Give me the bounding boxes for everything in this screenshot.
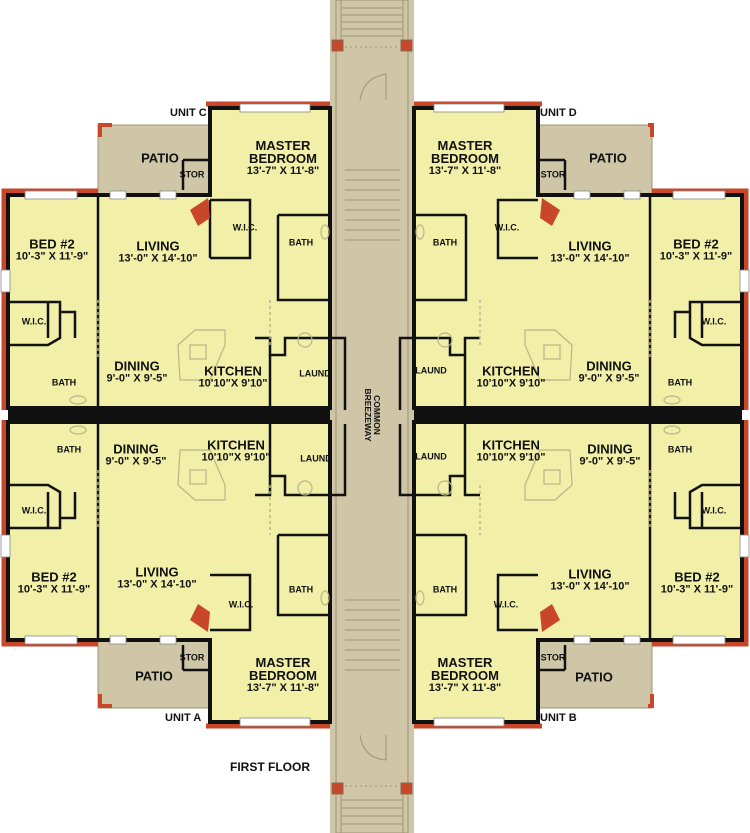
- unit-d-bath-master: BATH: [432, 237, 458, 248]
- unit-d-wic-master: W.I.C.: [494, 222, 520, 233]
- unit-b-bath-bed2: BATH: [667, 444, 693, 455]
- unit-floors: [8, 108, 742, 722]
- fixtures: [69, 224, 681, 606]
- breezeway: [330, 0, 414, 833]
- fireplaces: [190, 198, 560, 632]
- unit-d-label: UNIT D: [540, 107, 577, 119]
- unit-c-bath-bed2: BATH: [51, 377, 77, 388]
- unit-c-bath-master: BATH: [288, 237, 314, 248]
- unit-a-patio: PATIO: [135, 668, 173, 684]
- unit-c-wic-bed2: W.I.C.: [21, 316, 47, 327]
- unit-b-laund: LAUND: [415, 451, 447, 462]
- unit-a-bath-bed2: BATH: [56, 444, 82, 455]
- unit-d-wic-bed2: W.I.C.: [701, 316, 727, 327]
- unit-a-bath-master: BATH: [288, 584, 314, 595]
- unit-c-stor: STOR: [179, 169, 205, 180]
- unit-a-stor: STOR: [179, 652, 205, 663]
- unit-d-patio: PATIO: [589, 150, 627, 166]
- unit-d-bath-bed2: BATH: [667, 377, 693, 388]
- unit-b-wic-bed2: W.I.C.: [701, 505, 727, 516]
- unit-a-wic-master: W.I.C.: [228, 599, 254, 610]
- unit-b-label: UNIT B: [540, 712, 577, 724]
- walls: [6, 106, 744, 724]
- windows: [0, 103, 750, 727]
- unit-c-wic-master: W.I.C.: [232, 222, 258, 233]
- floor-title: FIRST FLOOR: [230, 760, 310, 774]
- unit-d-stor: STOR: [540, 169, 566, 180]
- unit-b-bath-master: BATH: [432, 584, 458, 595]
- unit-c-patio: PATIO: [141, 150, 179, 166]
- unit-d-laund: LAUND: [415, 365, 447, 376]
- unit-a-label: UNIT A: [165, 712, 202, 724]
- unit-c-laund: LAUND: [299, 368, 331, 379]
- unit-b-wic-master: W.I.C.: [493, 599, 519, 610]
- unit-c-label: UNIT C: [170, 107, 207, 119]
- unit-b-stor: STOR: [540, 652, 566, 663]
- unit-a-laund: LAUND: [300, 453, 332, 464]
- unit-b-patio: PATIO: [575, 669, 613, 685]
- unit-a-wic-bed2: W.I.C.: [21, 505, 47, 516]
